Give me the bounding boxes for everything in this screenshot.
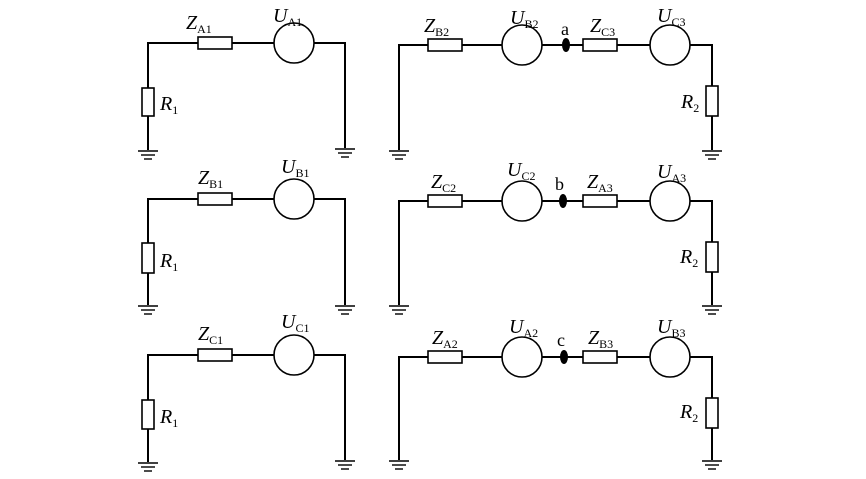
label-node-a: a: [561, 19, 569, 39]
source-ub1: [273, 178, 315, 220]
label-ua2: UA2: [509, 316, 538, 340]
label-zc2: ZC2: [431, 171, 456, 195]
label-ub1: UB1: [281, 156, 309, 180]
impedance-zb1: [197, 192, 233, 206]
ground-symbol: [138, 460, 355, 472]
source-ua2: [501, 336, 543, 378]
ground-symbol: [389, 460, 722, 470]
impedance-zb2: [427, 38, 463, 52]
left-circuit-2: ZB1 UB1 R1: [138, 156, 355, 315]
label-ua3: UA3: [657, 161, 686, 185]
label-r1-c: R1: [159, 406, 178, 430]
resistor-r1-a: [141, 87, 155, 117]
source-uc3: [649, 24, 691, 66]
label-zb3: ZB3: [588, 327, 613, 351]
label-zb2: ZB2: [424, 15, 449, 39]
impedance-za3: [582, 194, 618, 208]
label-node-b: b: [555, 174, 564, 194]
label-zb1: ZB1: [198, 167, 223, 191]
source-uc2: [501, 180, 543, 222]
label-zc1: ZC1: [198, 323, 223, 347]
label-ub3: UB3: [657, 316, 685, 340]
right-circuit-1: ZB2 UB2 a ZC3 UC3 R2: [389, 5, 722, 160]
label-za2: ZA2: [432, 327, 458, 351]
right-circuit-2: ZC2 UC2 b ZA3 UA3 R2: [389, 159, 722, 315]
label-node-c: c: [557, 330, 565, 350]
resistor-r2-b: [705, 241, 719, 273]
source-ua1: [273, 22, 315, 64]
source-ub3: [649, 336, 691, 378]
node-b: [559, 194, 567, 208]
label-r1-a: R1: [159, 93, 178, 117]
label-za3: ZA3: [587, 171, 613, 195]
label-uc1: UC1: [281, 311, 309, 335]
label-r2-a: R2: [680, 91, 699, 115]
source-ub2: [501, 24, 543, 66]
label-r2-b: R2: [679, 246, 698, 270]
left-circuit-1: ZA1 UA1 R1: [138, 5, 355, 160]
source-uc1: [273, 334, 315, 376]
right-circuit-3: ZA2 UA2 c ZB3 UB3 R2: [389, 316, 722, 470]
impedance-zc1: [197, 348, 233, 362]
node-a: [562, 38, 570, 52]
ground-symbol: [389, 305, 722, 315]
label-zc3: ZC3: [590, 15, 615, 39]
resistor-r1-c: [141, 399, 155, 430]
impedance-zb3: [582, 350, 618, 364]
impedance-zc3: [582, 38, 618, 52]
label-r2-c: R2: [679, 401, 698, 425]
label-za1: ZA1: [186, 12, 212, 36]
impedance-za1: [197, 36, 233, 50]
resistor-r1-b: [141, 242, 155, 274]
ground-symbol: [138, 305, 355, 315]
left-circuit-3: ZC1 UC1 R1: [138, 311, 355, 472]
impedance-za2: [427, 350, 463, 364]
source-ua3: [649, 180, 691, 222]
label-ua1: UA1: [273, 5, 302, 29]
label-ub2: UB2: [510, 7, 538, 31]
label-r1-b: R1: [159, 250, 178, 274]
label-uc3: UC3: [657, 5, 685, 29]
label-uc2: UC2: [507, 159, 535, 183]
node-c: [560, 350, 568, 364]
resistor-r2-c: [705, 397, 719, 429]
impedance-zc2: [427, 194, 463, 208]
ground-symbol: [389, 150, 722, 160]
ground-symbol: [138, 148, 355, 160]
resistor-r2-a: [705, 85, 719, 117]
